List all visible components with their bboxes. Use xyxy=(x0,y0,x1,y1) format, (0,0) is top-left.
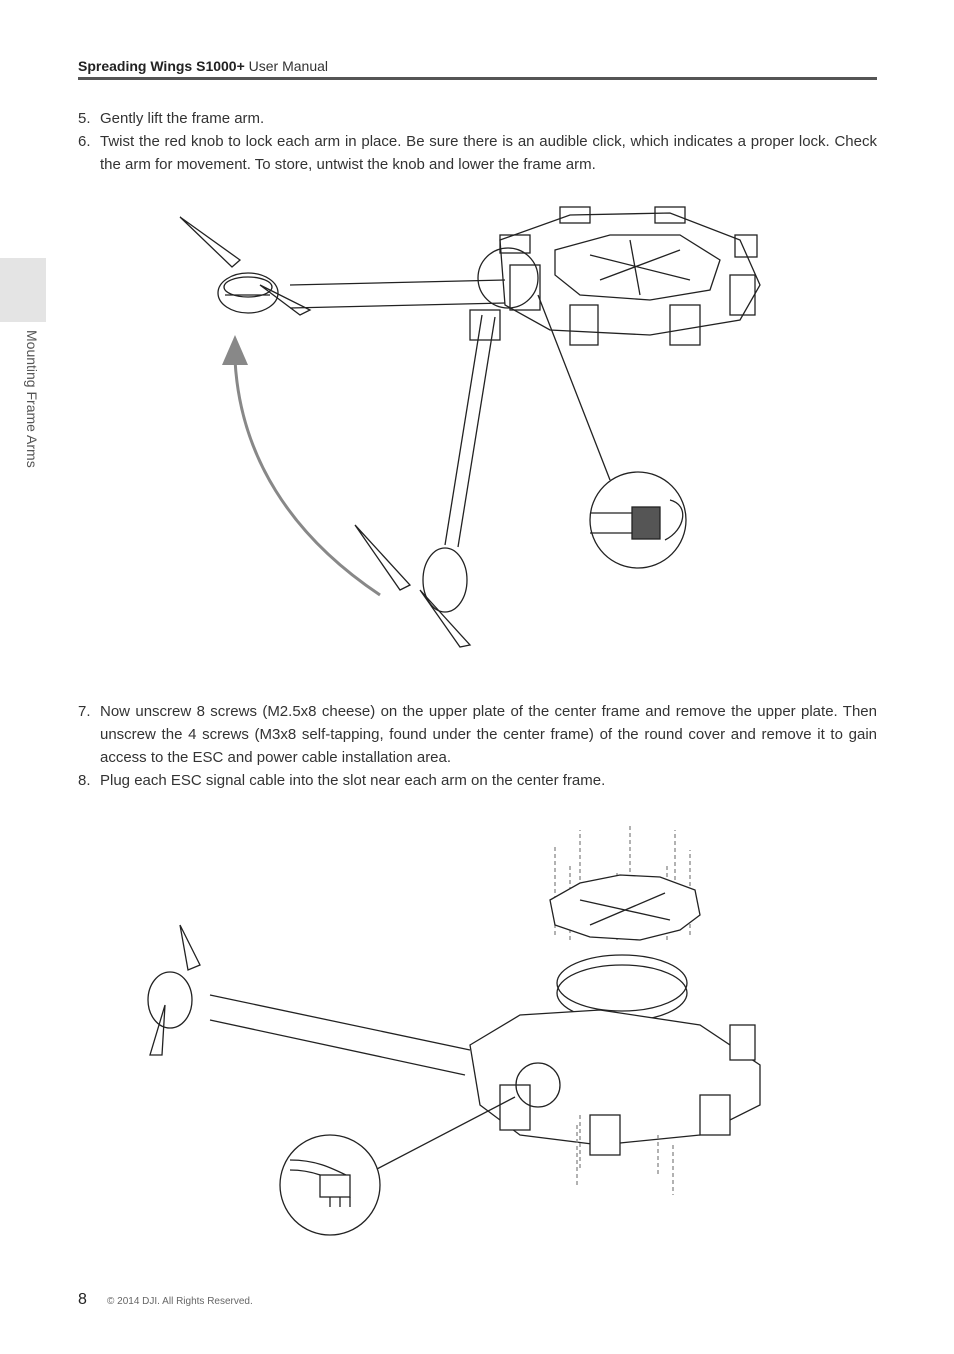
page-header: Spreading Wings S1000+ User Manual xyxy=(78,57,877,75)
steps-list-top: 5. Gently lift the frame arm. 6. Twist t… xyxy=(78,107,877,176)
center-frame-drawing xyxy=(499,206,761,346)
esc-slot-detail-callout xyxy=(279,1062,561,1236)
upper-plate-drawing xyxy=(549,874,701,941)
knob-detail-callout xyxy=(477,247,687,569)
step-item: 6. Twist the red knob to lock each arm i… xyxy=(78,130,877,176)
step-text: Gently lift the frame arm. xyxy=(100,110,265,127)
side-section-label: Mounting Frame Arms xyxy=(24,330,40,468)
side-section-tab xyxy=(0,258,46,322)
step-text: Now unscrew 8 screws (M2.5x8 cheese) on … xyxy=(100,703,877,766)
manual-title-bold: Spreading Wings S1000+ xyxy=(78,58,245,74)
step-number: 7. xyxy=(78,703,91,720)
step-number: 6. xyxy=(78,133,91,150)
bottom-screws xyxy=(576,1115,674,1195)
raised-arm-drawing xyxy=(179,216,506,316)
copyright-text: © 2014 DJI. All Rights Reserved. xyxy=(107,1296,253,1307)
page-number: 8 xyxy=(78,1291,87,1308)
header-divider xyxy=(78,77,877,80)
step-item: 5. Gently lift the frame arm. xyxy=(78,107,877,130)
esc-cable-install-diagram xyxy=(147,825,761,1236)
frame-arm-lift-diagram xyxy=(179,206,761,648)
step-number: 5. xyxy=(78,110,91,127)
frame-arm-drawing xyxy=(147,924,471,1076)
step-text: Twist the red knob to lock each arm in p… xyxy=(100,133,877,173)
step-item: 7. Now unscrew 8 screws (M2.5x8 cheese) … xyxy=(78,700,877,769)
lift-arrow-icon xyxy=(222,335,381,597)
step-number: 8. xyxy=(78,772,91,789)
steps-list-bottom: 7. Now unscrew 8 screws (M2.5x8 cheese) … xyxy=(78,700,877,792)
manual-title-rest: User Manual xyxy=(244,58,329,74)
lowered-arm-drawing xyxy=(354,309,501,648)
step-text: Plug each ESC signal cable into the slot… xyxy=(100,772,606,789)
lower-frame-drawing xyxy=(469,1009,761,1156)
step-item: 8. Plug each ESC signal cable into the s… xyxy=(78,769,877,792)
round-cover-drawing xyxy=(556,954,688,1012)
